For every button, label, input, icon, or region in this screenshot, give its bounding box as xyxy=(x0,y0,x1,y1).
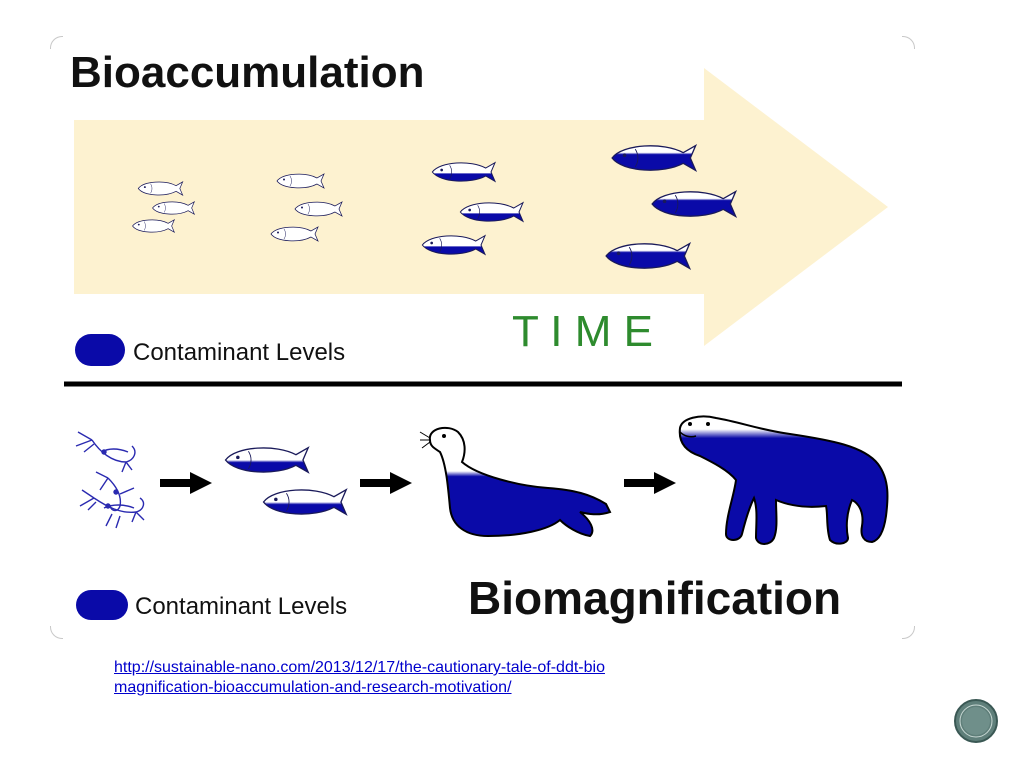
circle-button-icon[interactable] xyxy=(962,707,990,735)
polar-bear-icon xyxy=(678,415,889,545)
shrimp-icon xyxy=(79,489,145,529)
shrimp-icon xyxy=(95,471,135,512)
biomagnification-title: Biomagnification xyxy=(468,572,841,624)
nav-button[interactable] xyxy=(954,699,998,743)
shrimp-icon xyxy=(75,431,136,473)
frame-corner xyxy=(50,36,63,49)
legend-label-top: Contaminant Levels xyxy=(133,339,345,366)
legend-swatch-bottom xyxy=(76,590,128,620)
legend-swatch-top xyxy=(75,334,125,366)
chain-arrow-1 xyxy=(160,472,212,494)
source-link[interactable]: http://sustainable-nano.com/2013/12/17/t… xyxy=(114,659,605,696)
time-label: T I M E xyxy=(512,307,653,356)
shrimp-group xyxy=(75,431,145,529)
fish-icon xyxy=(224,447,309,473)
seal-icon xyxy=(419,426,612,538)
legend-label-bottom: Contaminant Levels xyxy=(135,593,347,620)
chain-arrow-2 xyxy=(360,472,412,494)
fish-icon xyxy=(262,489,347,515)
chain-arrow-3 xyxy=(624,472,676,494)
bioaccumulation-title: Bioaccumulation xyxy=(70,48,425,97)
